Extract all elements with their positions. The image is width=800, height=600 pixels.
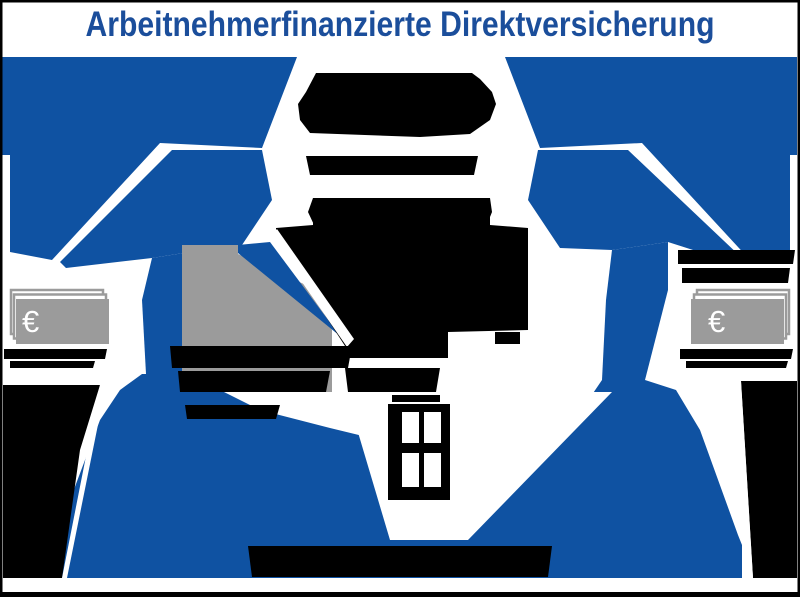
svg-text:€: € (708, 304, 725, 339)
svg-text:€: € (22, 304, 39, 339)
